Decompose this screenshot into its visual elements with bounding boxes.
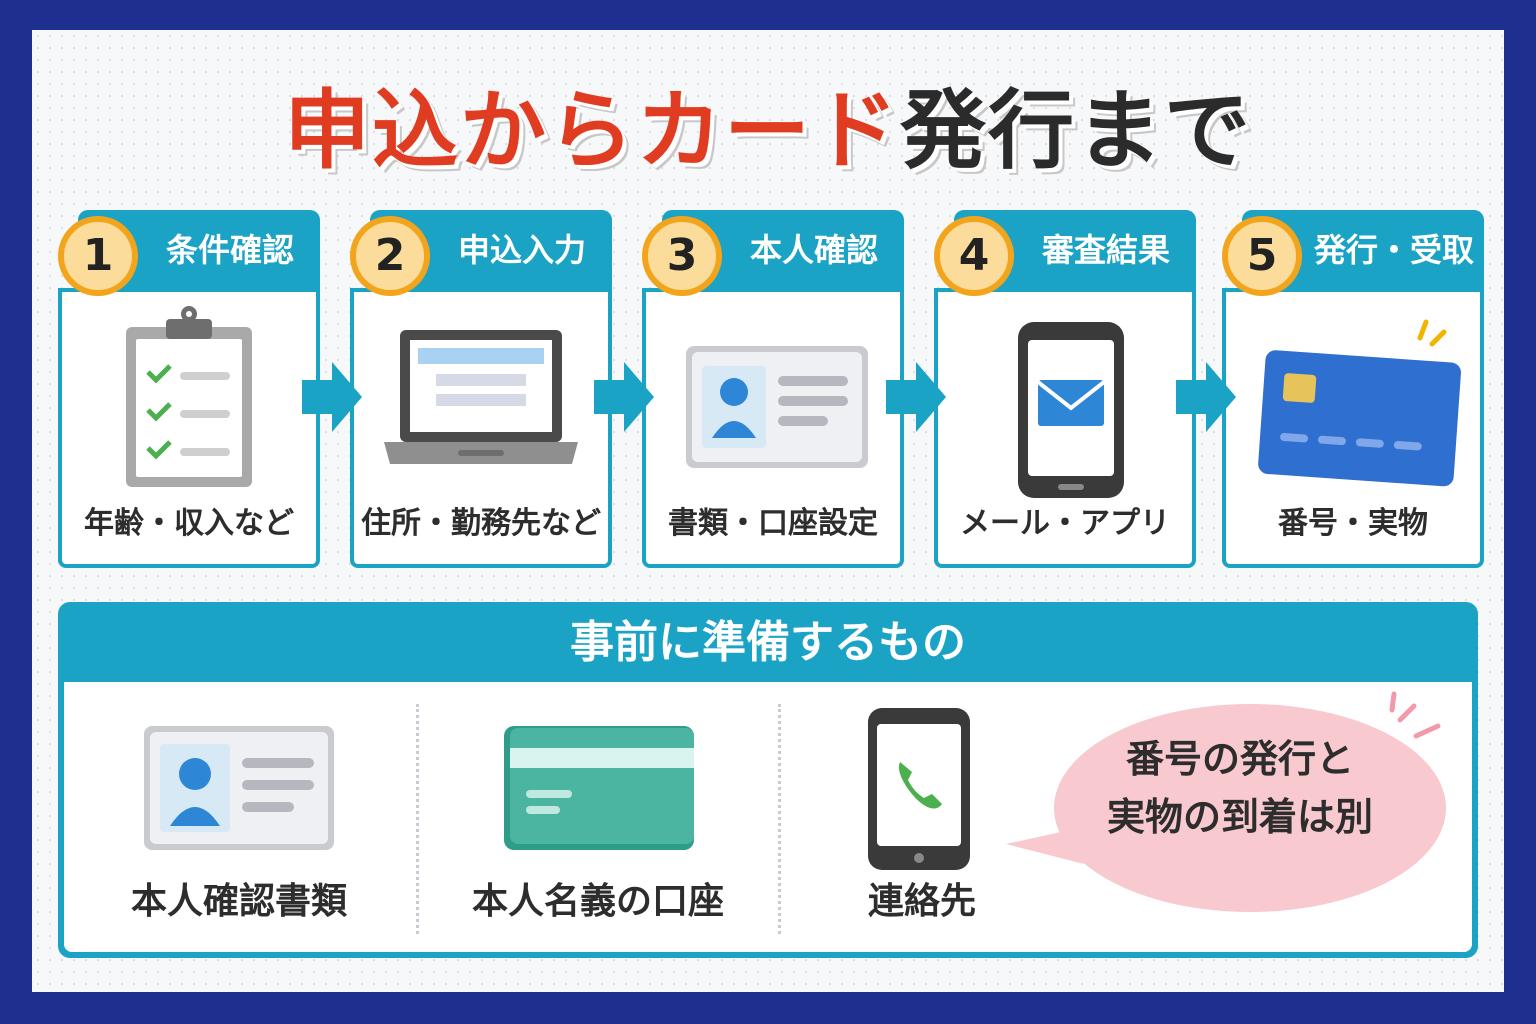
step-body: 住所・勤務先など <box>350 288 612 568</box>
arrow-right-icon <box>886 362 946 432</box>
arrow-right-icon <box>302 362 362 432</box>
title-part-1: 申込から <box>284 81 636 181</box>
prep-item-label: 本人確認書類 <box>130 881 347 922</box>
divider <box>416 704 419 934</box>
preparation-title: 事前に準備するもの <box>570 617 966 668</box>
step-caption: 年齢・収入など <box>84 506 294 541</box>
id-card-icon <box>686 346 868 468</box>
clipboard-checklist-icon <box>126 306 252 487</box>
bank-card-icon <box>504 726 694 850</box>
step-number-badge: 3 <box>642 216 722 296</box>
step-number-badge: 4 <box>934 216 1014 296</box>
step-3: 本人確認 書類・口座設定 3 <box>642 210 904 568</box>
step-body: 書類・口座設定 <box>642 288 904 568</box>
step-1: 条件確認 年齢・収入など 1 <box>58 210 320 568</box>
step-number-badge: 2 <box>350 216 430 296</box>
step-body: メール・アプリ <box>934 288 1196 568</box>
step-label: 本人確認 <box>749 231 878 269</box>
title-part-3: 発行まで <box>900 81 1252 181</box>
arrow-right-icon <box>1176 362 1236 432</box>
step-4: 審査結果 メール・アプリ 4 <box>934 210 1196 568</box>
step-caption: 番号・実物 <box>1278 506 1428 541</box>
step-body: 番号・実物 <box>1222 288 1484 568</box>
step-body: 年齢・収入など <box>58 288 320 568</box>
note-line-1: 番号の発行と <box>1125 737 1354 781</box>
step-label: 条件確認 <box>165 231 294 269</box>
prep-item-id: 本人確認書類 <box>64 682 414 952</box>
credit-card-icon <box>1258 319 1461 487</box>
step-number-badge: 1 <box>58 216 138 296</box>
prep-item-contact: 連絡先 <box>782 682 1062 952</box>
laptop-icon <box>384 330 578 464</box>
step-5: 発行・受取 番号・実物 5 <box>1222 210 1484 568</box>
prep-item-account: 本人名義の口座 <box>420 682 776 952</box>
prep-item-label: 連絡先 <box>867 881 976 922</box>
id-card-icon <box>144 726 334 850</box>
prep-item-label: 本人名義の口座 <box>471 881 724 922</box>
divider <box>778 704 781 934</box>
phone-icon <box>868 708 970 870</box>
note-line-2: 実物の到着は別 <box>1106 795 1373 839</box>
page-title: 申込からカード発行まで <box>0 60 1536 185</box>
note-text: 番号の発行と 実物の到着は別 <box>1060 730 1420 846</box>
title-part-2: カード <box>636 81 900 181</box>
step-label: 申込入力 <box>457 231 586 269</box>
step-label: 審査結果 <box>1041 231 1170 269</box>
step-caption: メール・アプリ <box>960 506 1170 541</box>
step-label: 発行・受取 <box>1313 231 1474 269</box>
speech-bubble <box>1006 691 1446 912</box>
step-2: 申込入力 住所・勤務先など 2 <box>350 210 612 568</box>
step-caption: 住所・勤務先など <box>361 506 601 541</box>
arrow-right-icon <box>594 362 654 432</box>
step-caption: 書類・口座設定 <box>668 506 878 541</box>
step-number-badge: 5 <box>1222 216 1302 296</box>
smartphone-mail-icon <box>1018 322 1124 498</box>
